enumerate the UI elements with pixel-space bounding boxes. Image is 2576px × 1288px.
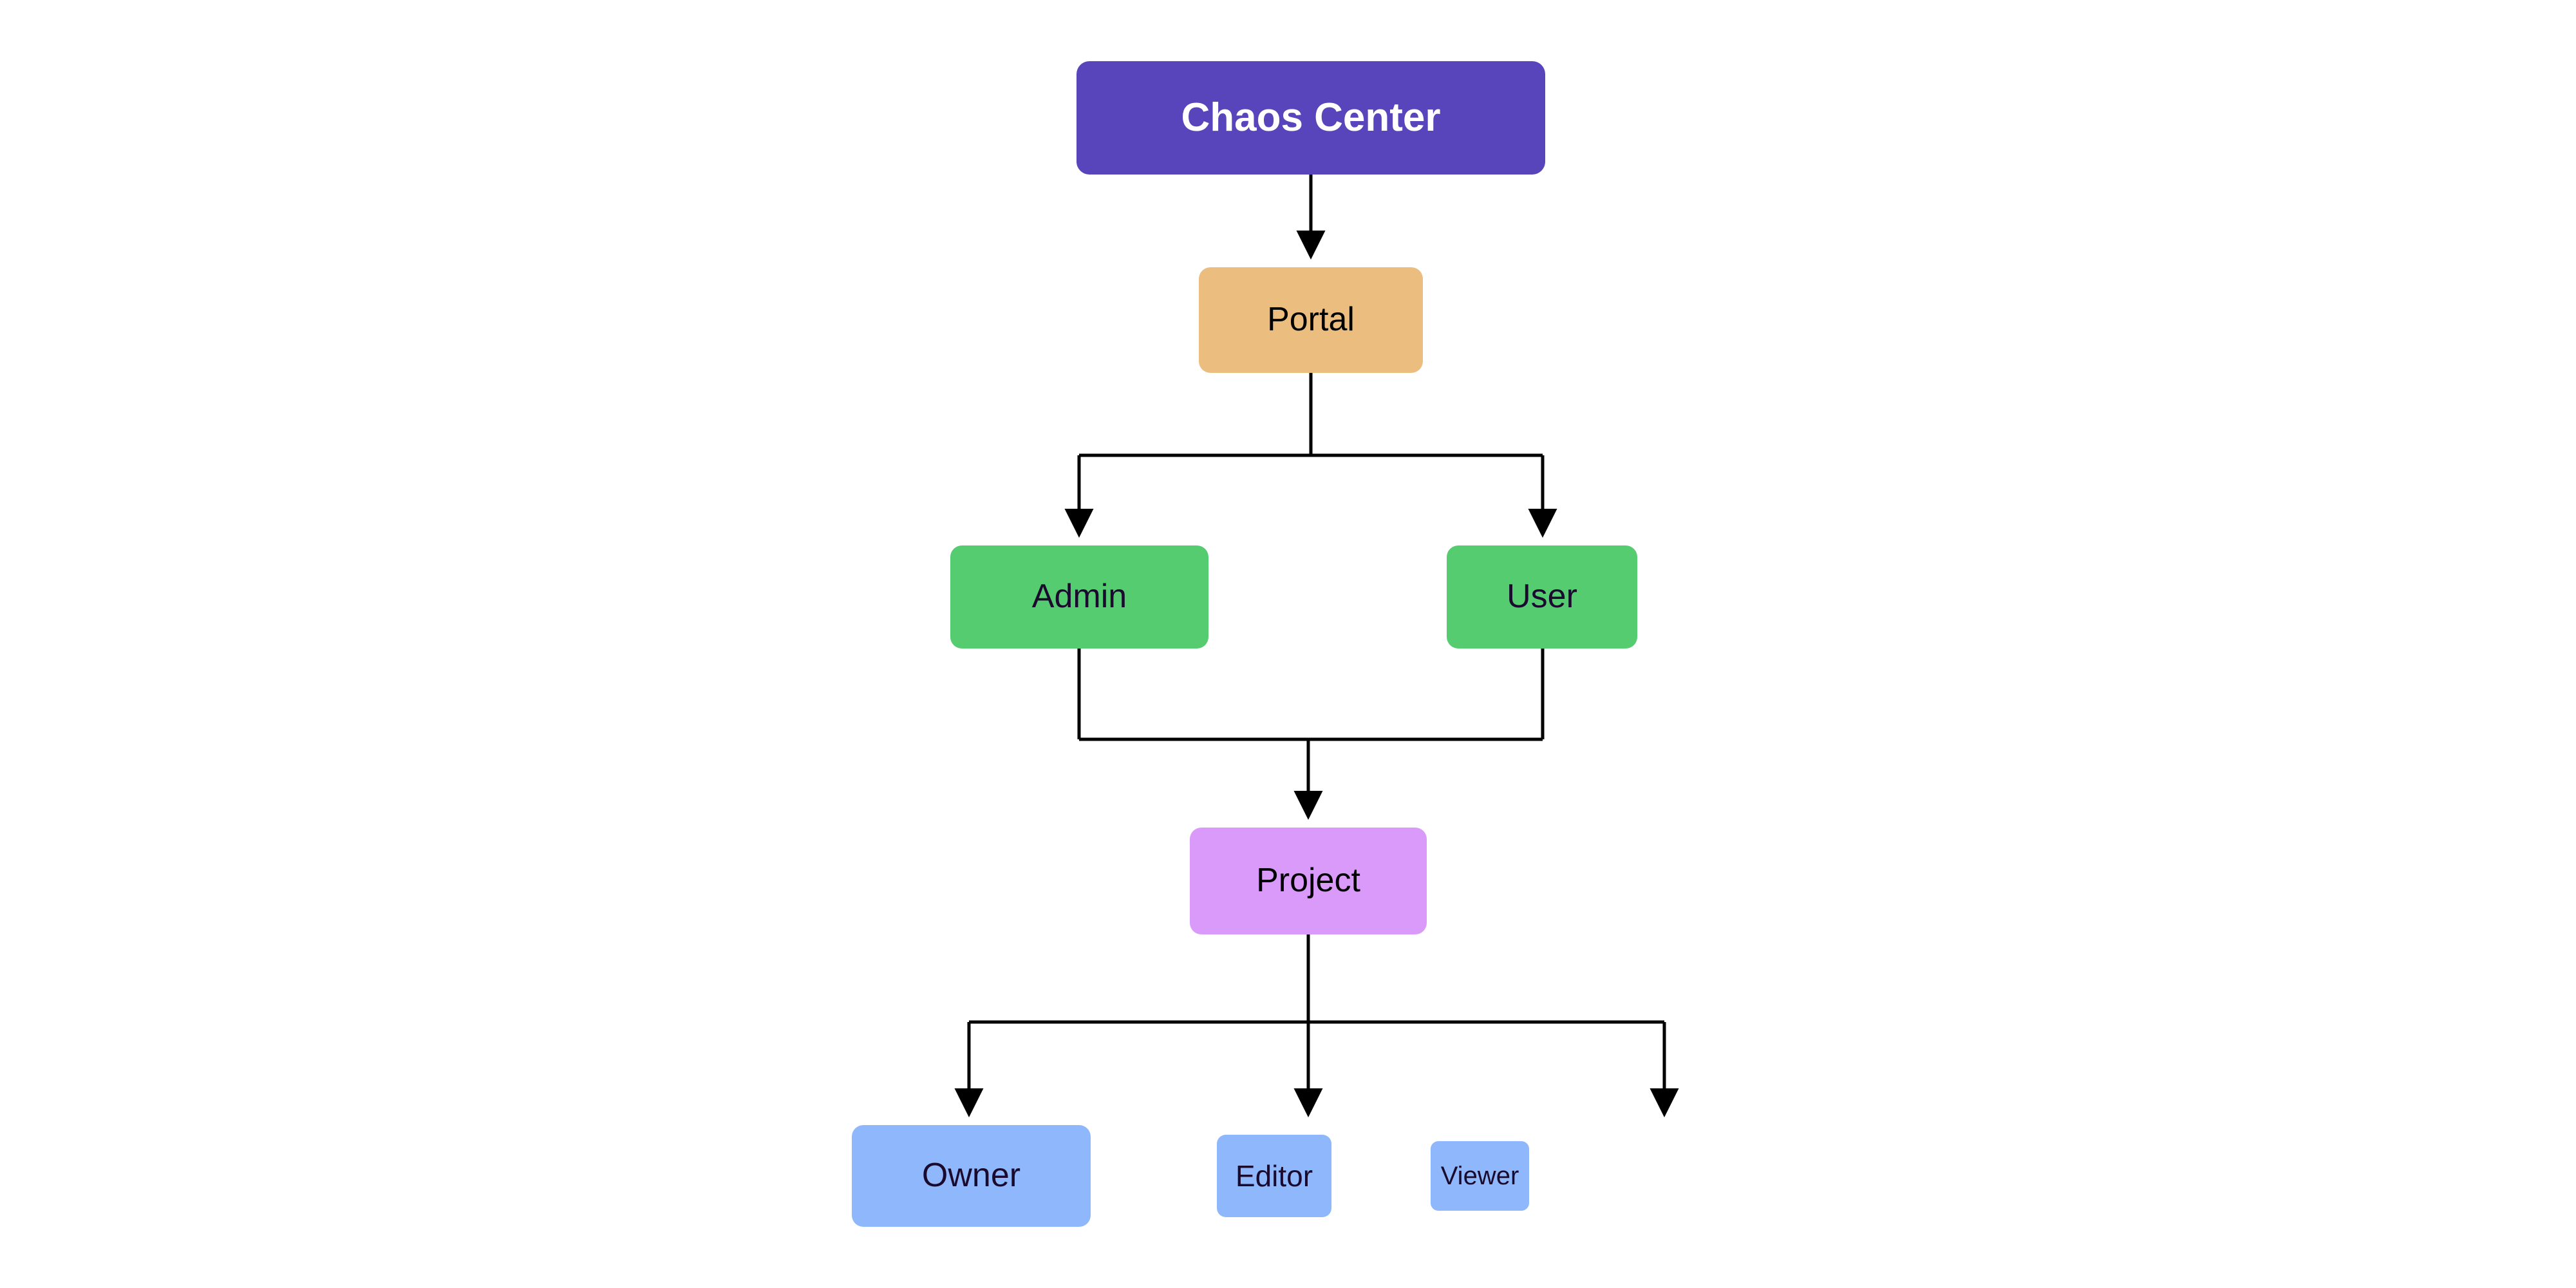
node-project[interactable]: Project: [1190, 828, 1427, 934]
node-editor-label: Editor: [1235, 1159, 1313, 1193]
node-user-label: User: [1507, 578, 1577, 616]
edge-roles-to-project: [1077, 649, 1545, 820]
node-owner-label: Owner: [921, 1157, 1021, 1195]
node-portal[interactable]: Portal: [1199, 267, 1423, 373]
node-viewer-label: Viewer: [1440, 1162, 1519, 1190]
node-editor[interactable]: Editor: [1217, 1135, 1331, 1217]
edge-project-to-roles: [954, 934, 1679, 1117]
node-admin[interactable]: Admin: [950, 545, 1208, 649]
node-chaos-center-label: Chaos Center: [1181, 95, 1441, 140]
node-chaos-center[interactable]: Chaos Center: [1076, 61, 1545, 175]
edge-portal-to-children: [1064, 373, 1557, 538]
node-viewer[interactable]: Viewer: [1431, 1141, 1529, 1211]
node-admin-label: Admin: [1031, 578, 1127, 616]
node-portal-label: Portal: [1267, 301, 1355, 339]
node-owner[interactable]: Owner: [852, 1125, 1091, 1227]
node-user[interactable]: User: [1447, 545, 1637, 649]
node-project-label: Project: [1256, 862, 1360, 900]
